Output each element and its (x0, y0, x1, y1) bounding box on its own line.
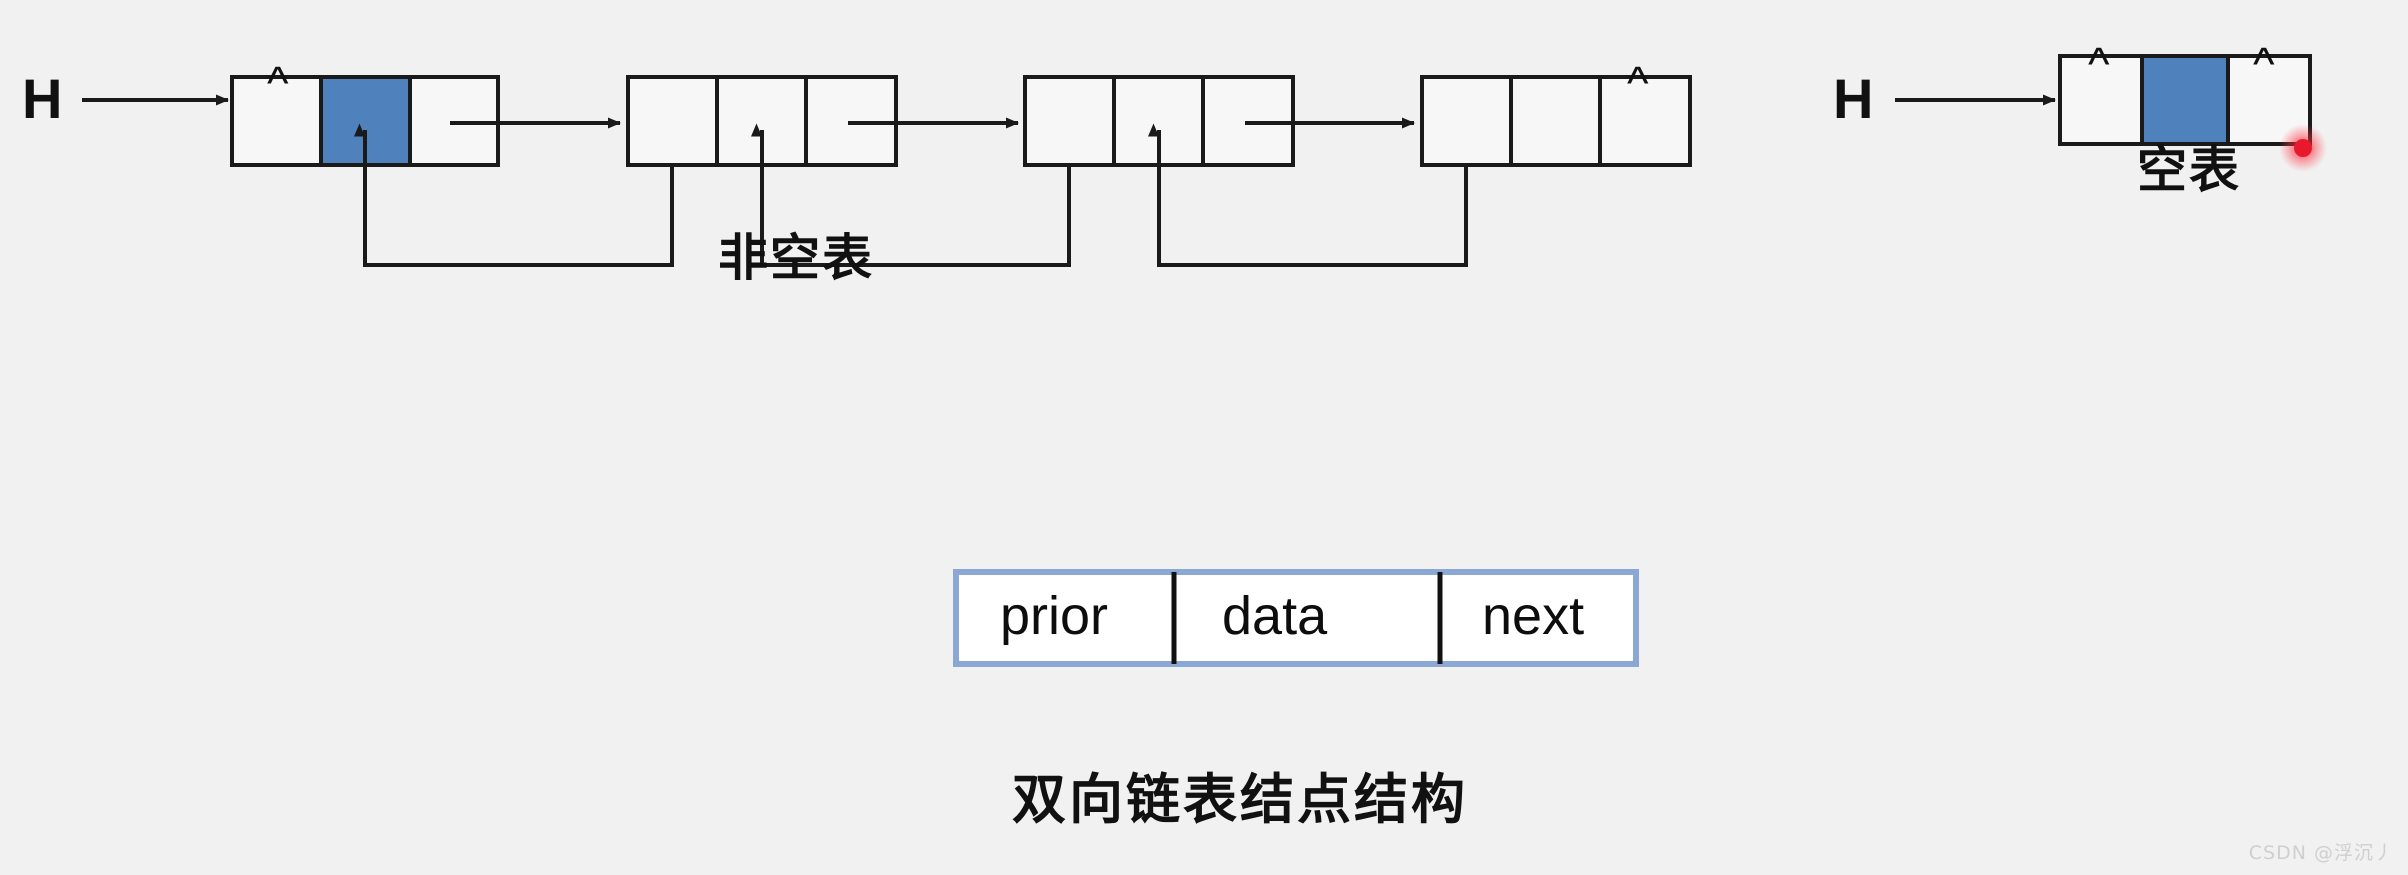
prior-pointer-node4-to-node3 (1148, 123, 1468, 267)
node-structure-box (953, 569, 1639, 667)
csdn-watermark: CSDN @浮沉丿 (2248, 842, 2394, 864)
head-label-nonempty: H (22, 67, 63, 130)
caption-empty-list: 空表 (2137, 141, 2241, 199)
prior-pointer-node3-to-node2 (751, 123, 1071, 267)
prior-pointer-node2-to-node1 (354, 123, 674, 267)
list-node-2 (626, 75, 1019, 167)
node-1-prior-nil-glyph: ^ (267, 57, 289, 109)
empty-list-node: ^ ^ (2058, 38, 2312, 146)
empty-node-prior-nil-glyph: ^ (2088, 38, 2110, 90)
node-field-prior-label: prior (1000, 586, 1109, 646)
node-field-next-label: next (1482, 586, 1585, 646)
list-node-1: ^ (230, 57, 621, 167)
empty-node-next-nil-glyph: ^ (2253, 38, 2275, 90)
node-4-next-nil-glyph: ^ (1627, 57, 1649, 109)
list-node-3 (1023, 75, 1415, 167)
list-node-4: ^ (1420, 57, 1692, 167)
red-cursor-marker (2279, 124, 2327, 172)
node-field-data-label: data (1222, 586, 1328, 646)
caption-nonempty-list: 非空表 (718, 229, 874, 287)
caption-node-structure: 双向链表结点结构 (1012, 768, 1468, 831)
empty-node-data-cell (2142, 58, 2228, 142)
head-label-empty: H (1833, 67, 1874, 130)
